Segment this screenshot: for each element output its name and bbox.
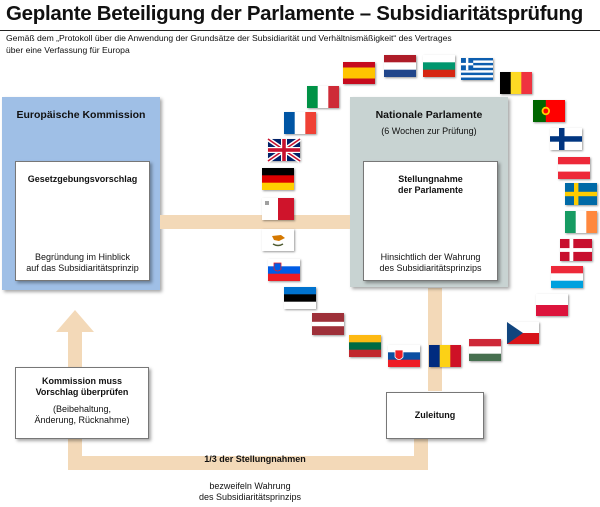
flag-lithuania-icon: [349, 335, 381, 357]
flag-austria-icon: [558, 157, 590, 179]
proposal-note: Begründung im Hinblick auf das Subsidiar…: [16, 252, 149, 274]
flag-spain-icon: [343, 62, 375, 84]
connector-overlay: [160, 215, 350, 229]
parliaments-title: Nationale Parlamente: [375, 109, 483, 121]
flag-denmark-icon: [560, 239, 592, 261]
proposal-note-line-2: auf das Subsidiaritätsprinzip: [26, 263, 139, 273]
flag-romania-icon: [429, 345, 461, 367]
forward-label: Zuleitung: [414, 410, 456, 420]
statement-note-line-1: Hinsichtlich der Wahrung: [380, 252, 481, 262]
flag-belgium-icon: [500, 72, 532, 94]
doubt-label: bezweifeln Wahrung des Subsidiaritätspri…: [150, 481, 350, 503]
flag-latvia-icon: [312, 313, 344, 335]
review-line-4: Änderung, Rücknahme): [34, 415, 130, 425]
statement-title: Stellungnahme der Parlamente: [364, 174, 497, 196]
statement-title-line-1: Stellungnahme: [398, 174, 463, 184]
parliaments-note: (6 Wochen zur Prüfung): [381, 126, 477, 136]
title-divider: [0, 30, 600, 31]
flag-finland-icon: [550, 128, 582, 150]
proposal-note-line-1: Begründung im Hinblick: [34, 252, 131, 262]
statement-note-line-2: des Subsidiaritätsprinzips: [379, 263, 482, 273]
proposal-box: Gesetzgebungsvorschlag Begründung im Hin…: [15, 161, 150, 281]
flag-poland-icon: [536, 294, 568, 316]
page-title: Geplante Beteiligung der Parlamente – Su…: [6, 2, 583, 25]
review-line-1: Kommission muss: [41, 376, 123, 386]
flag-germany-icon: [262, 168, 294, 190]
flag-slovenia-icon: [268, 259, 300, 281]
doubt-line-2: des Subsidiaritätsprinzips: [198, 492, 302, 502]
flag-uk-icon: [266, 137, 302, 163]
review-line-3: (Beibehaltung,: [52, 404, 112, 414]
flag-greece-icon: [461, 58, 493, 80]
flag-portugal-icon: [533, 100, 565, 122]
flag-malta-icon: [262, 198, 294, 220]
flag-bulgaria-icon: [423, 55, 455, 77]
statement-note: Hinsichtlich der Wahrung des Subsidiarit…: [364, 252, 497, 274]
flag-slovakia-icon: [388, 345, 420, 367]
flag-netherlands-icon: [384, 55, 416, 77]
flag-italy-icon: [307, 86, 339, 108]
review-line-2: Vorschlag überprüfen: [35, 387, 129, 397]
proposal-title: Gesetzgebungsvorschlag: [27, 174, 138, 184]
flag-hungary-icon: [469, 339, 501, 361]
flag-estonia-icon: [284, 287, 316, 309]
flag-cyprus-icon: [262, 229, 294, 251]
subtitle-line-2: über eine Verfassung für Europa: [6, 44, 130, 55]
subtitle: Gemäß dem „Protokoll über die Anwendung …: [6, 33, 452, 56]
forward-box: Zuleitung: [386, 392, 484, 439]
arrow-parliaments-down: [428, 288, 442, 391]
flag-sweden-icon: [565, 183, 597, 205]
review-options: (Beibehaltung, Änderung, Rücknahme): [16, 404, 148, 426]
flag-france-icon: [284, 112, 316, 134]
commission-title: Europäische Kommission: [16, 109, 146, 121]
statement-box: Stellungnahme der Parlamente Hinsichtlic…: [363, 161, 498, 281]
doubt-line-1: bezweifeln Wahrung: [209, 481, 291, 491]
flag-czech-icon: [507, 322, 539, 344]
subtitle-line-1: Gemäß dem „Protokoll über die Anwendung …: [6, 33, 452, 43]
flag-luxembourg-icon: [551, 266, 583, 288]
statement-title-line-2: der Parlamente: [397, 185, 464, 195]
review-box: Kommission muss Vorschlag überprüfen (Be…: [15, 367, 149, 439]
review-title: Kommission muss Vorschlag überprüfen: [16, 376, 148, 398]
threshold-label: 1/3 der Stellungnahmen: [204, 454, 306, 464]
flag-ireland-icon: [565, 211, 597, 233]
